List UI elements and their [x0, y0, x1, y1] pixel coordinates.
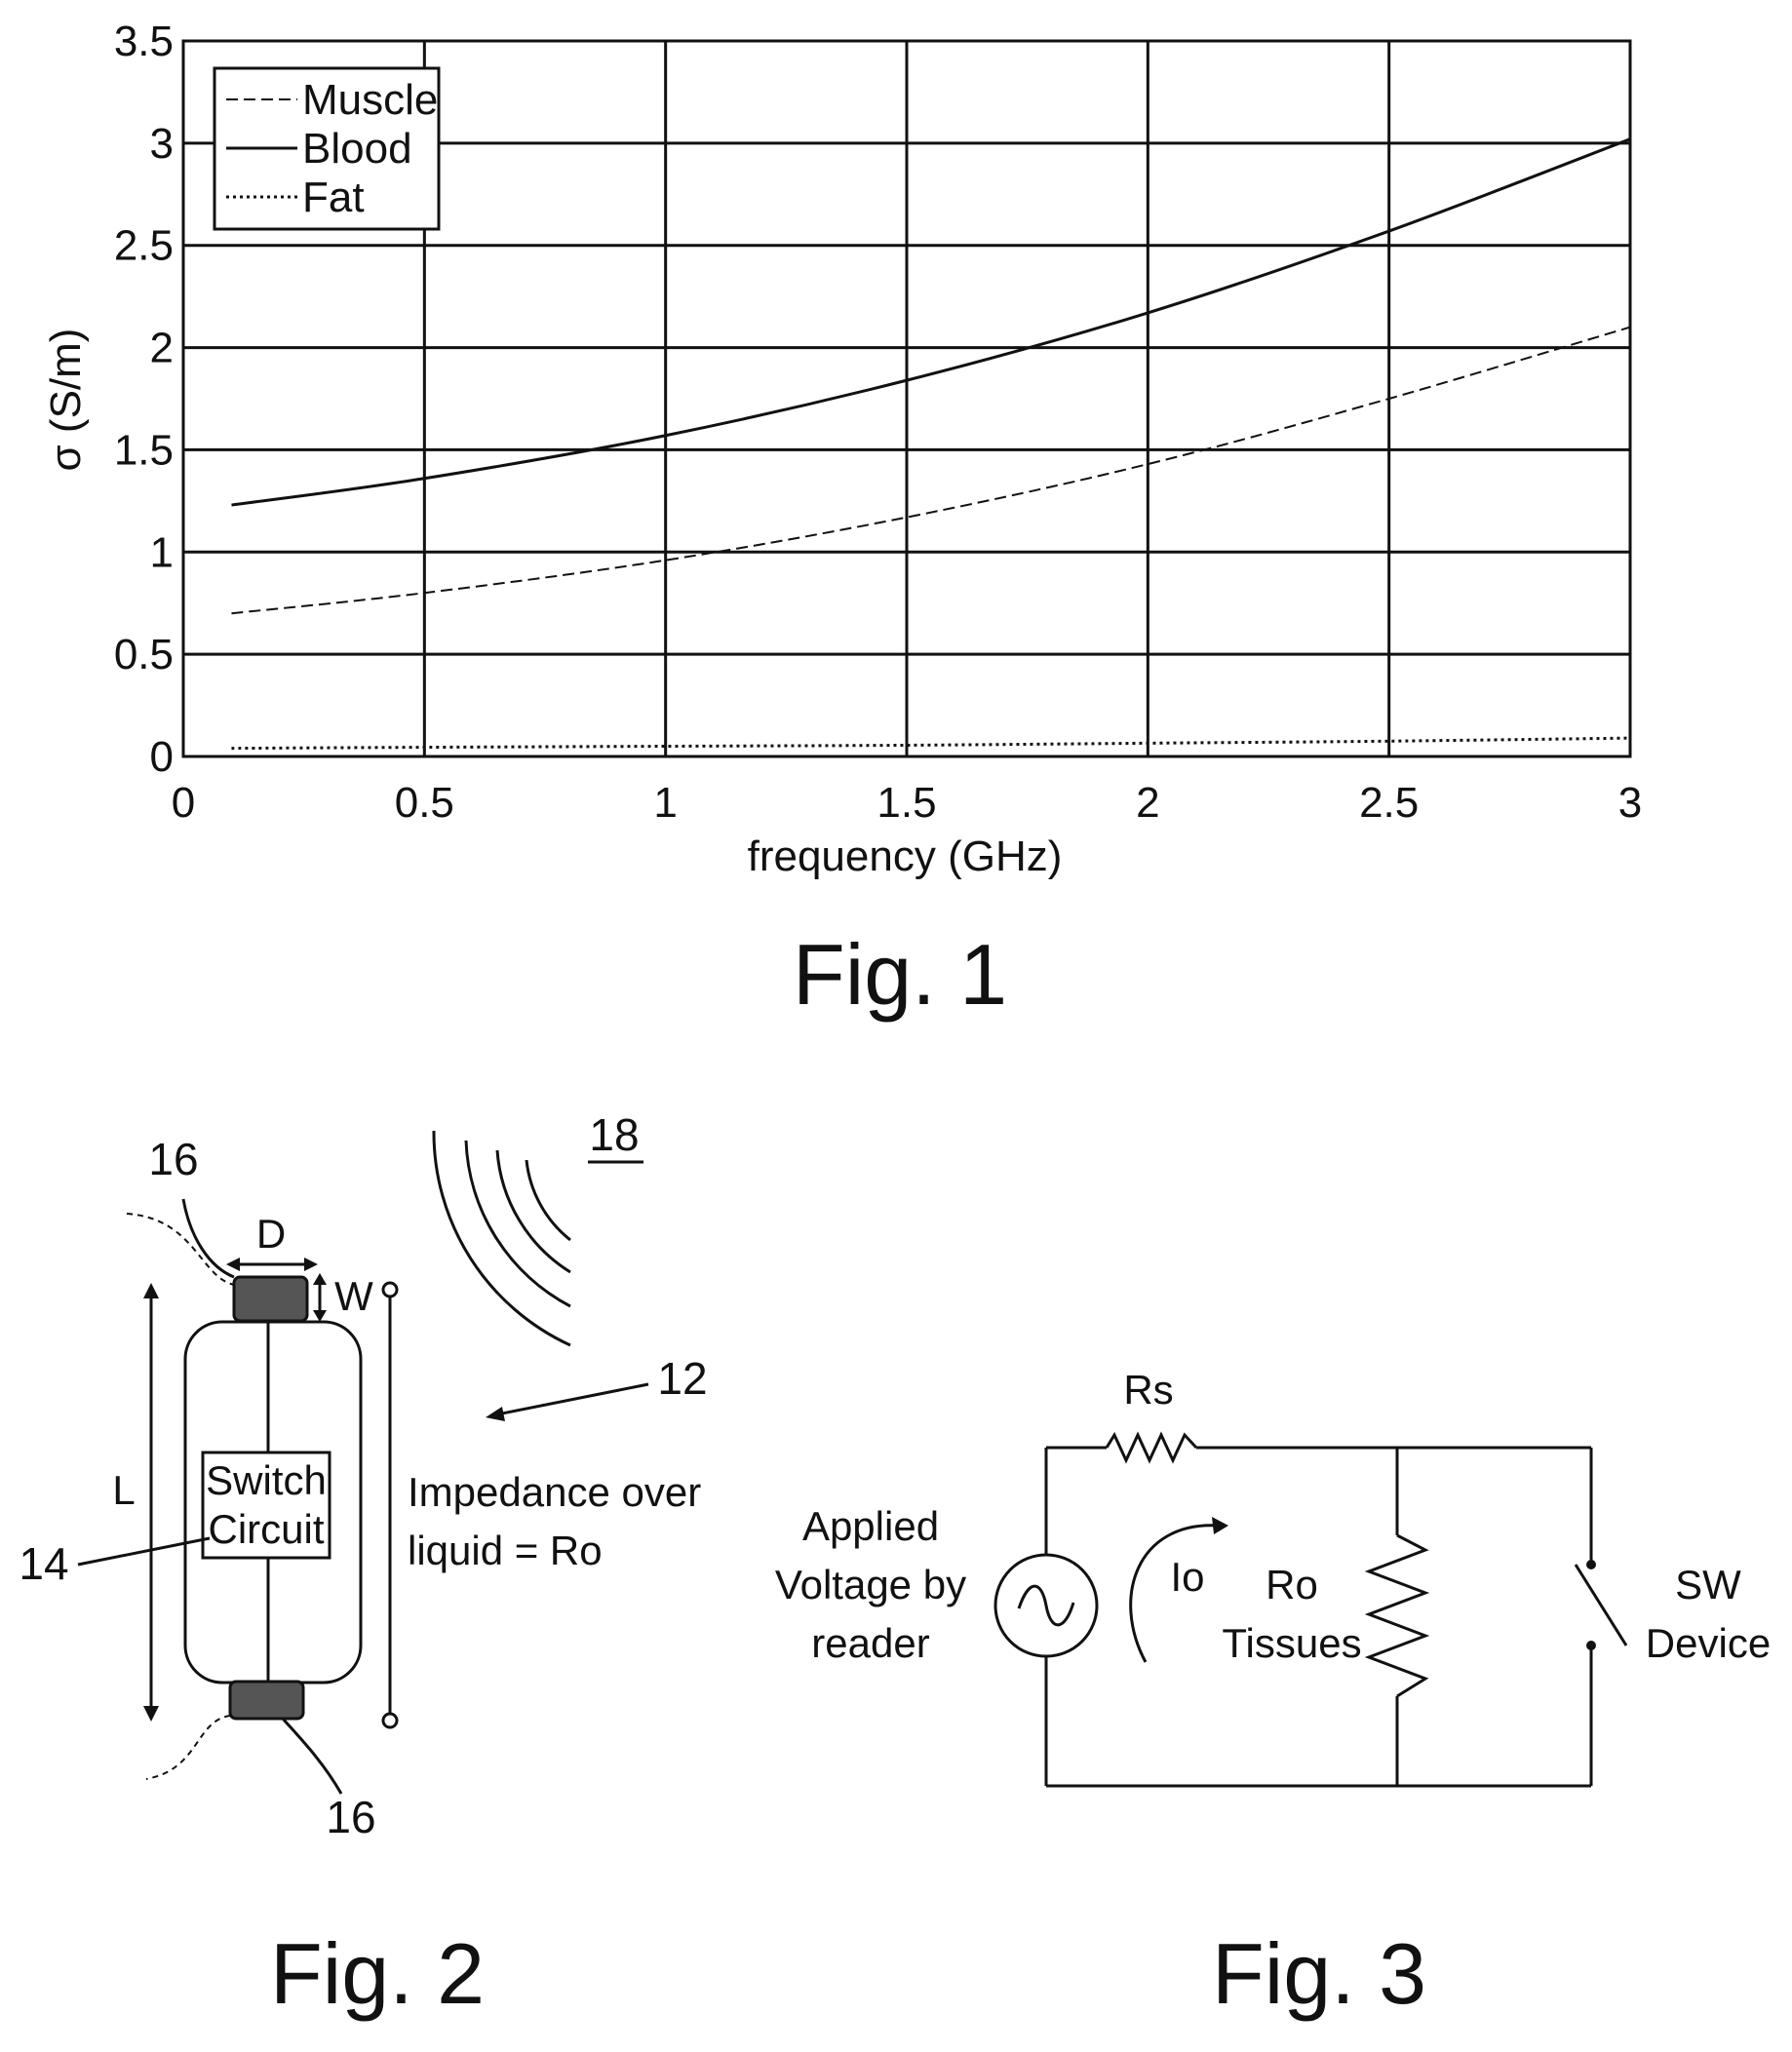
x-tick-label: 2	[1136, 779, 1159, 827]
fig3-circuit: Rs Io Ro Tissues Applied Voltage by read…	[775, 1367, 1771, 2022]
impedance-bar-bottom-end	[383, 1714, 397, 1727]
y-tick-label: 2.5	[114, 222, 174, 270]
y-tick-label: 0.5	[114, 631, 174, 678]
dim-l-label: L	[112, 1467, 135, 1513]
y-tick-label: 3	[150, 120, 174, 168]
dim-w-label: W	[334, 1273, 373, 1319]
radio-wave-icon	[434, 1131, 570, 1345]
ref-16-bottom-leader	[283, 1719, 341, 1794]
x-tick-label: 3	[1618, 779, 1642, 827]
x-tick-label: 0.5	[395, 779, 454, 827]
legend-label-muscle: Muscle	[302, 76, 438, 124]
dim-d-arrowhead-left	[226, 1258, 240, 1271]
dim-d-arrowhead-right	[304, 1258, 318, 1271]
io-label: Io	[1170, 1554, 1204, 1600]
dim-w-arrowhead-top	[313, 1273, 327, 1285]
y-tick-label: 1	[150, 528, 174, 576]
ref-14-leader	[78, 1538, 210, 1565]
dim-l-arrowhead-bottom	[143, 1706, 159, 1722]
series-line-muscle	[231, 328, 1630, 614]
dim-l-arrowhead-top	[143, 1283, 159, 1298]
dim-d-label: D	[256, 1211, 286, 1257]
bottom-electrode	[230, 1682, 303, 1719]
ref-12-arrowhead	[486, 1407, 505, 1421]
fig1-caption: Fig. 1	[793, 926, 1007, 1023]
tissues-label: Tissues	[1222, 1620, 1361, 1666]
ref-16-bottom: 16	[326, 1792, 375, 1842]
current-arrowhead	[1212, 1517, 1228, 1534]
ref-16-top-leader	[183, 1199, 234, 1277]
rs-resistor	[1107, 1435, 1196, 1460]
y-tick-label: 1.5	[114, 426, 174, 474]
x-axis-label: frequency (GHz)	[748, 832, 1063, 880]
applied-line2: Voltage by	[775, 1562, 966, 1607]
chart-legend: MuscleBloodFat	[214, 68, 439, 229]
sw-contact-bottom	[1586, 1641, 1596, 1650]
ref-16-top: 16	[148, 1134, 198, 1184]
legend-label-blood: Blood	[302, 125, 412, 173]
dim-w-arrowhead-bottom	[313, 1310, 327, 1322]
sw-line2: Device	[1646, 1620, 1771, 1666]
applied-line3: reader	[811, 1620, 929, 1666]
ref-18: 18	[589, 1109, 639, 1160]
y-tick-label: 2	[150, 325, 174, 372]
series-line-fat	[231, 738, 1630, 748]
x-tick-label: 2.5	[1359, 779, 1419, 827]
x-tick-labels: 0 0.5 1 1.5 2 2.5 3	[172, 779, 1642, 827]
ref-14: 14	[19, 1538, 68, 1589]
applied-line1: Applied	[802, 1503, 939, 1549]
x-tick-label: 1.5	[877, 779, 936, 827]
bottom-wire	[146, 1716, 230, 1779]
sw-line1: SW	[1675, 1562, 1741, 1607]
x-tick-label: 0	[172, 779, 195, 827]
fig3-caption: Fig. 3	[1212, 1925, 1426, 2022]
chart-series	[231, 139, 1630, 749]
ro-resistor	[1369, 1535, 1425, 1696]
y-tick-label: 3.5	[114, 18, 174, 65]
legend-label-fat: Fat	[302, 174, 365, 221]
impedance-line1: Impedance over	[408, 1469, 701, 1515]
sw-blade	[1576, 1565, 1626, 1645]
y-axis-label: σ (S/m)	[42, 329, 90, 472]
fig2-caption: Fig. 2	[270, 1925, 485, 2022]
ref-12: 12	[657, 1353, 707, 1404]
x-tick-label: 1	[653, 779, 677, 827]
ro-label: Ro	[1266, 1562, 1318, 1607]
rs-label: Rs	[1123, 1367, 1173, 1413]
impedance-line2: liquid = Ro	[408, 1528, 603, 1573]
sw-contact-top	[1586, 1560, 1596, 1569]
ref-12-arrow	[492, 1384, 648, 1415]
y-tick-label: 0	[150, 733, 174, 781]
top-electrode	[234, 1277, 307, 1321]
switch-circuit-line1: Switch	[206, 1457, 327, 1503]
y-tick-labels: 0 0.5 1 1.5 2 2.5 3 3.5	[114, 18, 174, 781]
fig1-chart: 0 0.5 1 1.5 2 2.5 3 0 0.5 1 1.5 2 2.5 3 3.5 MuscleBlo…	[42, 18, 1642, 1023]
switch-circuit-line2: Circuit	[208, 1506, 324, 1552]
impedance-bar-top-end	[383, 1283, 397, 1297]
fig2-diagram: Switch Circuit 16 16 D W L 14 Impedance …	[19, 1109, 707, 2022]
top-wire	[127, 1214, 234, 1285]
